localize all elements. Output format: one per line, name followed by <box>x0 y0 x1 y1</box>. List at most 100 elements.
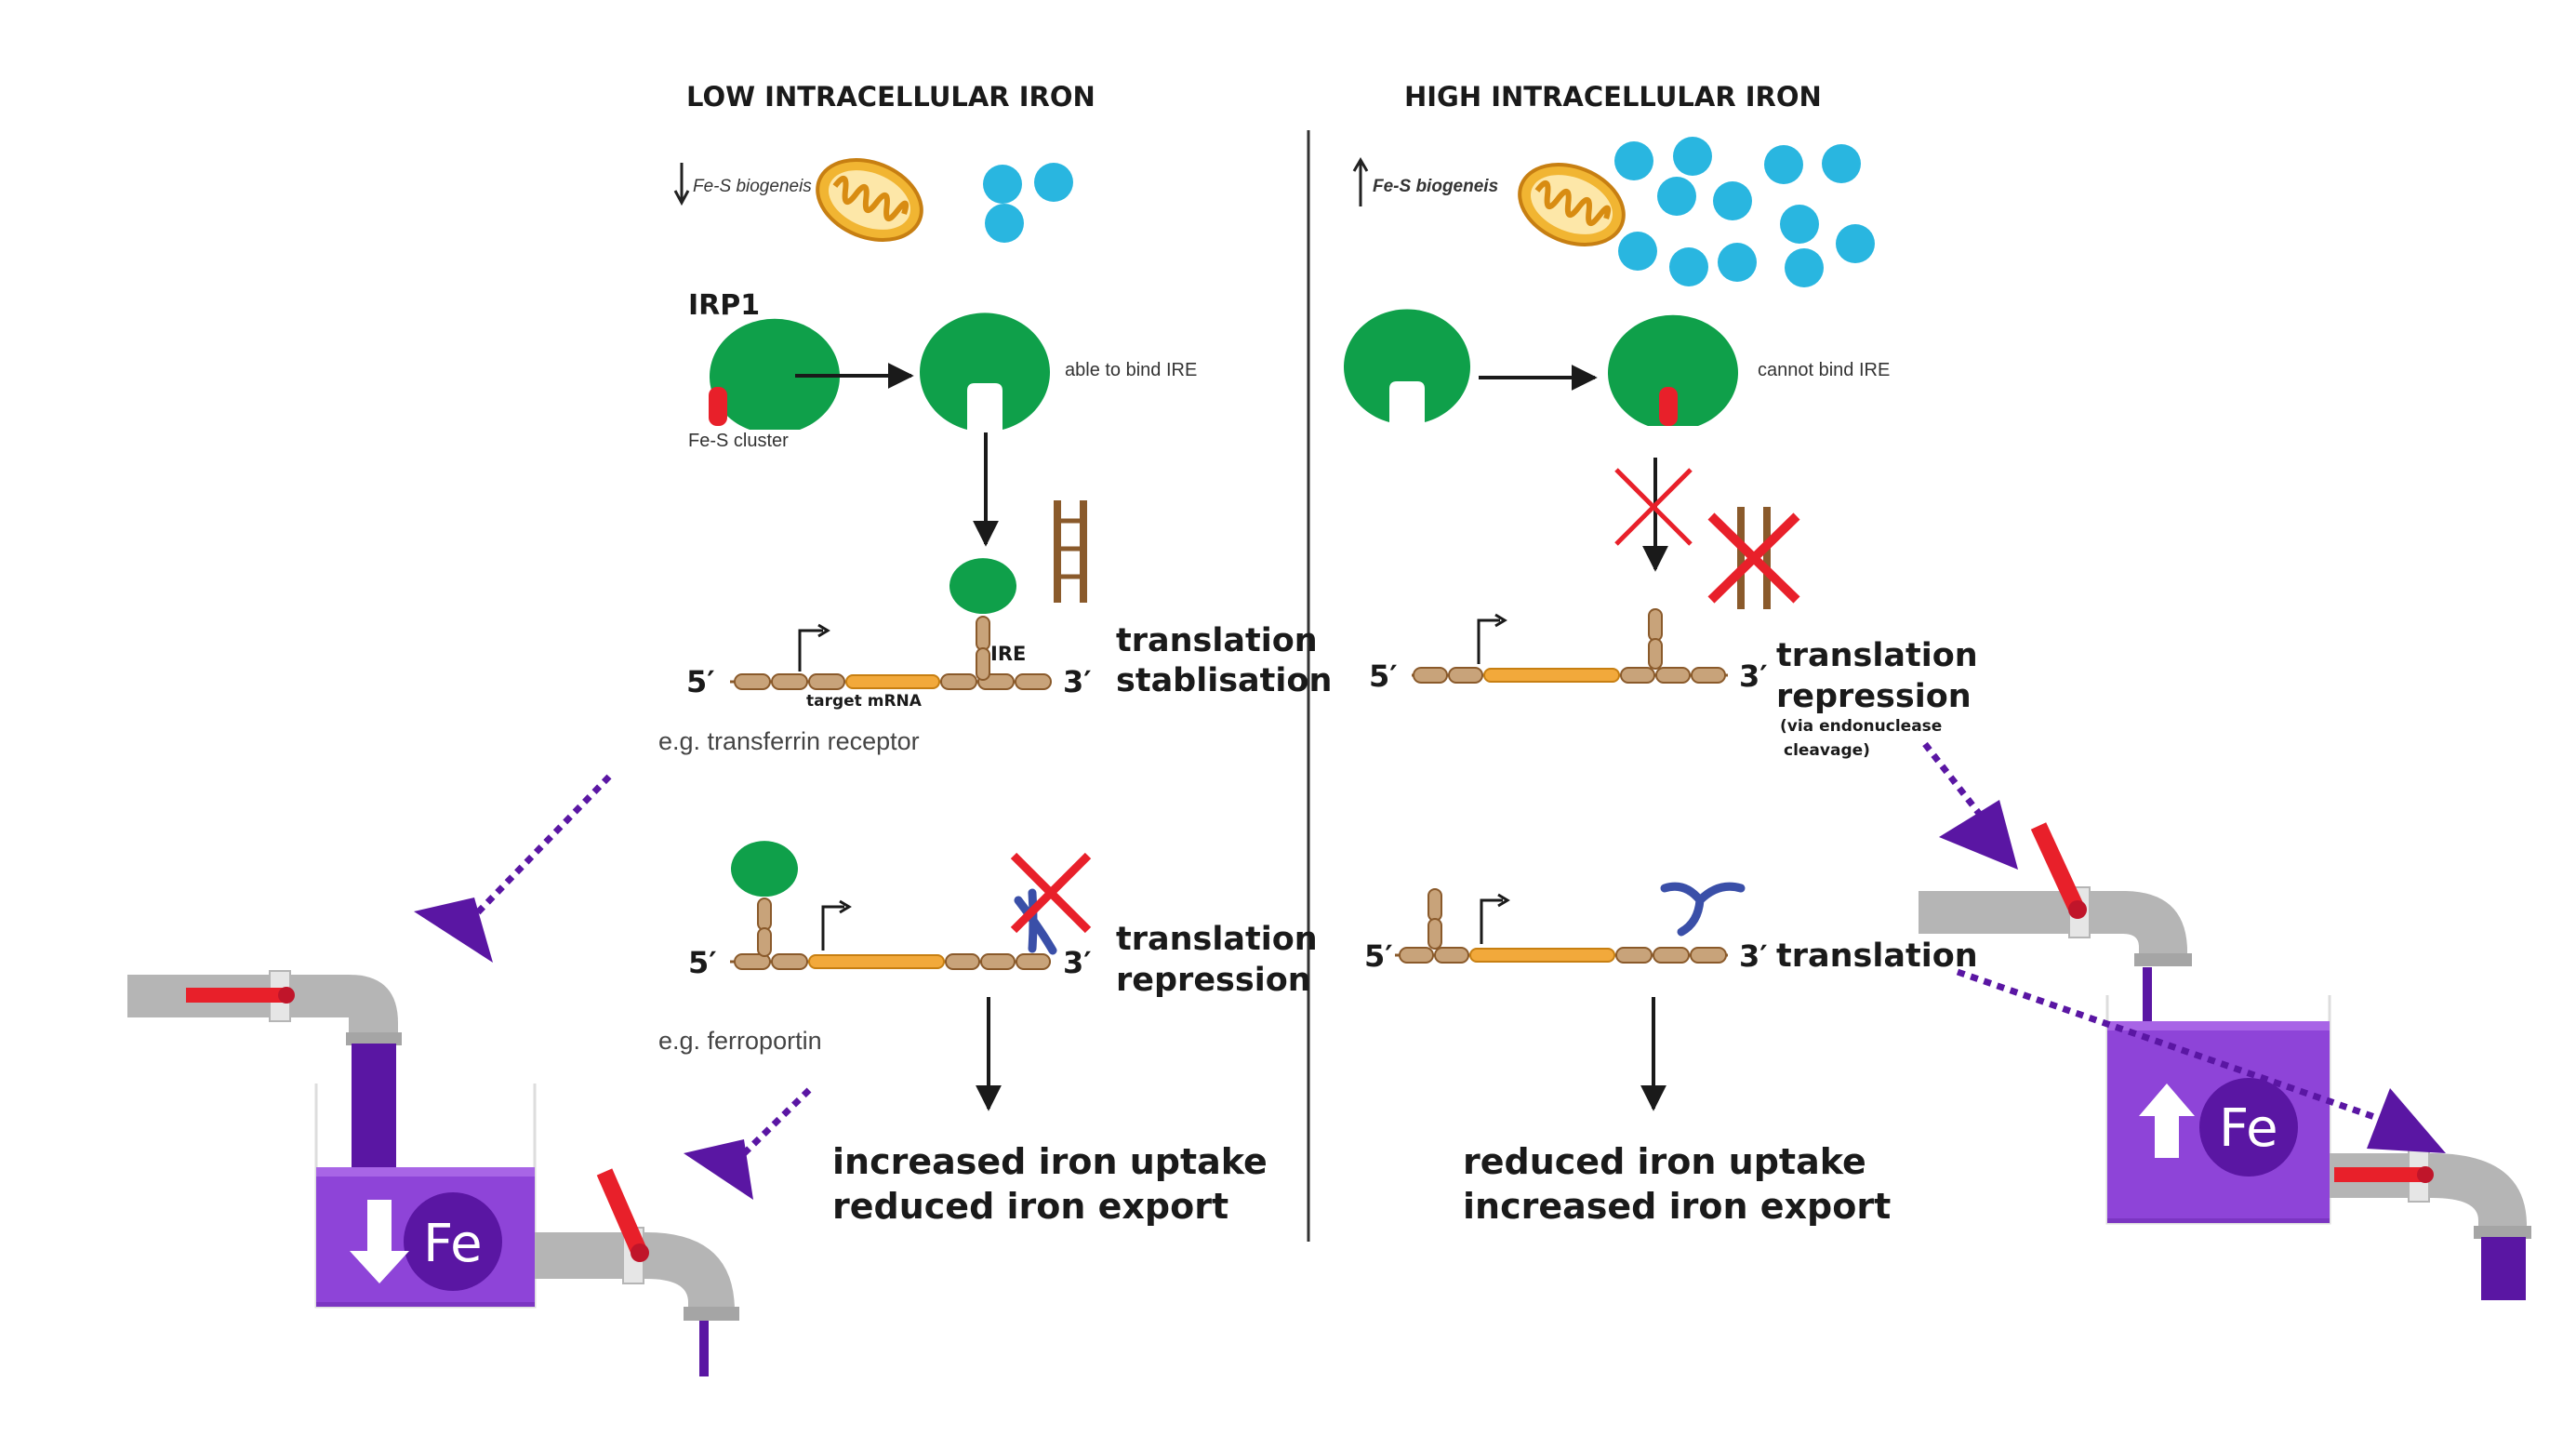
high-iron-tank: Fe <box>1919 741 2531 1300</box>
up-arrow-icon <box>2139 1084 2195 1158</box>
high-rep-1: translation <box>1776 637 1978 674</box>
inflow-stream <box>352 1044 396 1174</box>
irp1-holo-high <box>1608 314 1739 426</box>
dotted-arrow-head <box>684 1139 753 1200</box>
high-mrna1-3prime: 3′ <box>1739 658 1768 694</box>
low-iron-header: LOW INTRACELLULAR IRON <box>686 81 1095 113</box>
irp1-bound <box>731 841 798 897</box>
low-fe-label: Fe <box>423 1214 483 1274</box>
fes-cluster-icon <box>1659 387 1678 426</box>
low-mrna2-5prime: 5′ <box>688 945 717 980</box>
cross-icon <box>1010 852 1092 934</box>
high-mrna2-5prime: 5′ <box>1364 938 1393 974</box>
high-mrna-2 <box>1395 882 1746 964</box>
ladder-icon <box>1054 500 1087 603</box>
ladder-crossed-icon <box>1707 507 1800 609</box>
low-fes-label: Fe-S biogeneis <box>693 177 812 196</box>
high-mrna-1 <box>1412 608 1728 684</box>
high-iron-header: HIGH INTRACELLULAR IRON <box>1404 81 1822 113</box>
mitochondrion-icon <box>805 145 934 255</box>
iron-dot <box>1718 243 1757 282</box>
high-out-2: increased iron export <box>1463 1186 1891 1227</box>
iron-dot <box>1780 205 1819 244</box>
dotted-arrow-head <box>2367 1088 2446 1153</box>
low-iron-tank: Fe <box>127 774 812 1376</box>
low-fes-biogenesis: Fe-S biogeneis <box>673 163 812 206</box>
outflow-trickle <box>699 1321 709 1376</box>
low-mrna-2 <box>730 841 1092 970</box>
high-trans: translation <box>1776 937 1978 975</box>
valve-handle <box>2030 822 2084 911</box>
high-fe-label: Fe <box>2219 1098 2278 1159</box>
iron-dot <box>1822 144 1861 183</box>
high-mrna1-5prime: 5′ <box>1369 658 1398 694</box>
low-mrna1-5prime: 5′ <box>686 664 715 699</box>
low-out-2: reduced iron export <box>832 1186 1228 1227</box>
orf-segment <box>1469 948 1615 963</box>
outlet-valve-handle <box>2334 1167 2427 1182</box>
iron-dot <box>1657 177 1696 216</box>
high-iron-dots <box>1614 137 1875 287</box>
dotted-arrow-head <box>1939 800 2018 870</box>
outflow-stream <box>2481 1237 2526 1300</box>
inlet-pipe <box>1919 891 2123 934</box>
cross-icon <box>1614 468 1693 546</box>
high-mrna2-3prime: 3′ <box>1739 938 1768 974</box>
high-via-2: cleavage) <box>1784 741 1870 760</box>
low-mrna2-3prime: 3′ <box>1063 945 1092 980</box>
orf-segment <box>1483 668 1620 683</box>
cannot-bind-label: cannot bind IRE <box>1758 360 1890 380</box>
high-fes-label: Fe-S biogeneis <box>1373 177 1498 196</box>
target-mrna-label: target mRNA <box>806 692 923 711</box>
iron-dot <box>1614 141 1653 180</box>
inflow-trickle <box>2143 967 2152 1028</box>
iron-dot <box>1669 247 1708 286</box>
valve-handle <box>186 988 288 1003</box>
low-rep-1: translation <box>1116 921 1318 958</box>
low-stab-1: translation <box>1116 622 1318 659</box>
iron-dot <box>983 165 1022 204</box>
iron-dot <box>1785 248 1824 287</box>
eg-transferrin: e.g. transferrin receptor <box>658 727 920 755</box>
up-arrow-icon <box>1352 157 1369 172</box>
ribosome-icon <box>1014 888 1057 955</box>
low-mrna-1 <box>730 558 1052 690</box>
irp1-apo-high <box>1344 309 1470 422</box>
irp1-label: IRP1 <box>688 289 760 322</box>
tss-arrow-icon <box>1494 613 1507 628</box>
able-bind-label: able to bind IRE <box>1065 360 1197 380</box>
low-mrna1-3prime: 3′ <box>1063 664 1092 699</box>
tss-arrow-icon <box>1497 893 1510 908</box>
low-out-1: increased iron uptake <box>832 1141 1268 1182</box>
high-out-1: reduced iron uptake <box>1463 1141 1866 1182</box>
iron-dot <box>1673 137 1712 176</box>
iron-dot <box>1713 181 1752 220</box>
ribosome-icon <box>1660 882 1746 937</box>
low-rep-2: repression <box>1116 962 1311 999</box>
iron-dot <box>1836 224 1875 263</box>
low-stab-2: stablisation <box>1116 662 1332 699</box>
tss-arrow-icon <box>839 899 852 914</box>
orf-segment <box>845 674 940 689</box>
ire-label: IRE <box>990 643 1026 665</box>
down-arrow-icon <box>673 190 690 206</box>
irp1-bound <box>949 558 1016 614</box>
tss-arrow-icon <box>817 623 830 638</box>
fes-cluster-label: Fe-S cluster <box>688 431 789 451</box>
iron-dot <box>1764 145 1803 184</box>
irp1-apo <box>920 312 1050 430</box>
high-fes-biogenesis: Fe-S biogeneis <box>1352 157 1498 206</box>
iron-dot <box>985 204 1024 243</box>
orf-segment <box>808 954 945 969</box>
iron-dot <box>1618 232 1657 271</box>
dotted-arrow-head <box>414 898 493 963</box>
down-arrow-icon <box>350 1200 409 1283</box>
iron-dot <box>1034 163 1073 202</box>
eg-ferroportin: e.g. ferroportin <box>658 1027 822 1055</box>
high-rep-2: repression <box>1776 678 1972 715</box>
fes-cluster-icon <box>709 387 727 426</box>
high-via-1: (via endonuclease <box>1780 717 1942 736</box>
low-iron-dots <box>983 163 1073 243</box>
irp1-with-cluster <box>709 318 840 430</box>
